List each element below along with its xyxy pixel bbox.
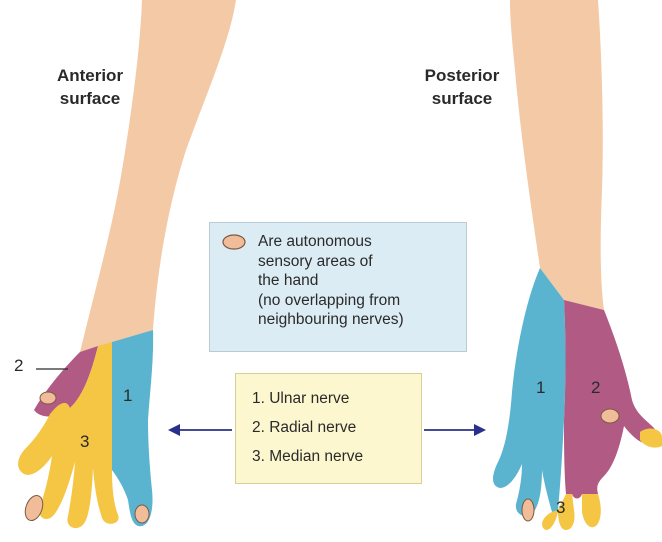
note-line-3: the hand (258, 271, 404, 291)
legend-item-median: 3. Median nerve (252, 448, 363, 466)
posterior-number-median: 3 (556, 498, 565, 518)
left-arrow (168, 424, 232, 436)
posterior-thumb-tip (640, 429, 662, 448)
anterior-number-ulnar: 1 (123, 386, 132, 406)
posterior-label-line-2: surface (402, 87, 522, 110)
nerve-legend: 1. Ulnar nerve 2. Radial nerve 3. Median… (235, 373, 422, 484)
posterior-number-ulnar: 1 (536, 378, 545, 398)
anterior-label-line-2: surface (30, 87, 150, 110)
note-line-1: Are autonomous (258, 232, 404, 252)
posterior-surface-label: Posterior surface (402, 64, 522, 110)
anterior-number-median: 3 (80, 432, 89, 452)
anterior-number-radial: 2 (14, 356, 23, 376)
anterior-surface-label: Anterior surface (30, 64, 150, 110)
posterior-label-line-1: Posterior (402, 64, 522, 87)
posterior-forearm (510, 0, 604, 310)
anterior-ulnar-region (112, 330, 153, 526)
note-line-4: (no overlapping from (258, 291, 404, 311)
note-line-2: sensory areas of (258, 252, 404, 272)
legend-item-radial: 2. Radial nerve (252, 419, 356, 437)
anterior-label-line-1: Anterior (30, 64, 150, 87)
autonomous-spot-icon (220, 233, 248, 251)
legend-item-ulnar: 1. Ulnar nerve (252, 390, 349, 408)
anterior-ulnar-spot (135, 505, 149, 523)
right-arrow (424, 424, 486, 436)
anterior-median-spot (22, 493, 46, 523)
posterior-ulnar-spot (522, 499, 534, 521)
note-text: Are autonomous sensory areas of the hand… (258, 232, 404, 330)
note-line-5: neighbouring nerves) (258, 310, 404, 330)
posterior-radial-spot (601, 409, 619, 423)
posterior-median-finger-tip (582, 494, 601, 527)
posterior-ulnar-region (493, 268, 566, 516)
posterior-radial-region (564, 300, 657, 499)
anterior-radial-spot (40, 392, 56, 404)
autonomous-area-note: Are autonomous sensory areas of the hand… (209, 222, 467, 352)
posterior-number-radial: 2 (591, 378, 600, 398)
